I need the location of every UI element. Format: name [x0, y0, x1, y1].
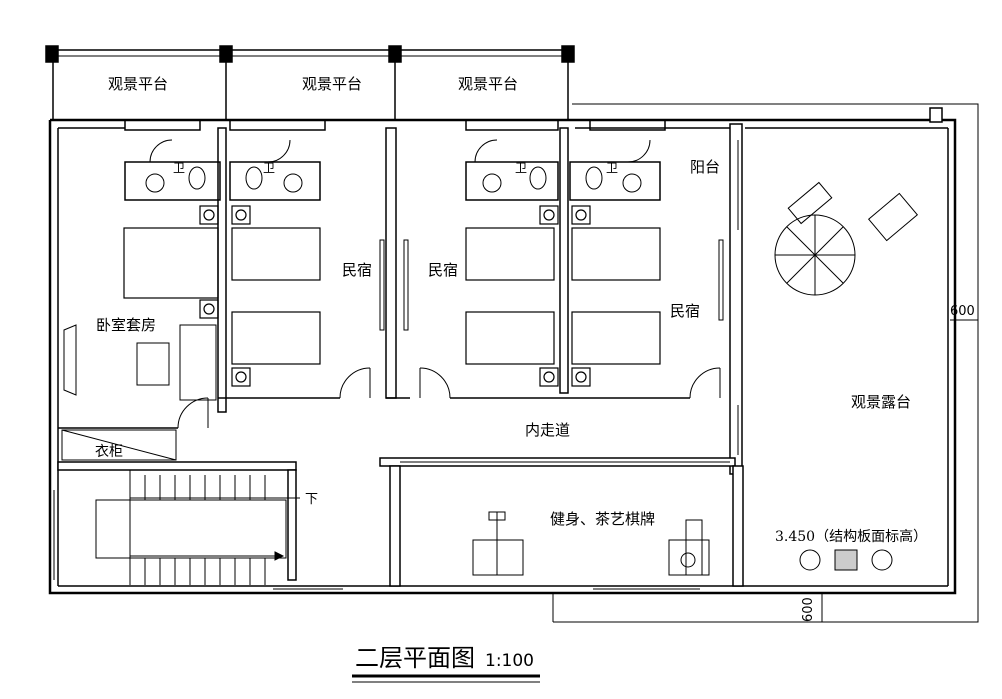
- label-corridor: 内走道: [525, 421, 570, 439]
- label-wc-2: 卫: [263, 161, 275, 175]
- drawing-scale: 1:100: [485, 651, 534, 671]
- beds: [123, 205, 661, 387]
- label-homestay-2: 民宿: [428, 261, 458, 279]
- room-labels: 观景平台 观景平台 观景平台 卫 卫 卫 卫 阳台 民宿 民宿 民宿 卧室套房 …: [95, 75, 911, 528]
- drawing-title: 二层平面图: [355, 644, 475, 672]
- viewing-platforms: [45, 45, 575, 120]
- label-viewing-platform-2: 观景平台: [302, 75, 362, 93]
- exterior-walls: [48, 118, 957, 595]
- label-stair-down: 下: [305, 492, 318, 507]
- terrace-furniture: [774, 181, 919, 571]
- label-gym-tea: 健身、茶艺棋牌: [550, 510, 655, 528]
- label-master-suite: 卧室套房: [96, 316, 156, 334]
- dimension-south: 600: [801, 597, 816, 622]
- label-wc-1: 卫: [173, 161, 185, 175]
- label-viewing-platform-1: 观景平台: [108, 75, 168, 93]
- staircase: [95, 470, 300, 585]
- label-homestay-1: 民宿: [342, 261, 372, 279]
- label-wc-4: 卫: [606, 161, 618, 175]
- label-wc-3: 卫: [515, 161, 527, 175]
- label-terrace: 观景露台: [851, 393, 911, 411]
- label-balcony: 阳台: [690, 158, 720, 176]
- dimension-east: 600: [950, 304, 975, 319]
- gym-equipment: [472, 511, 710, 576]
- bathrooms: [124, 119, 666, 201]
- label-homestay-3: 民宿: [670, 302, 700, 320]
- level-note: 3.450（结构板面标高）: [775, 528, 927, 545]
- label-wardrobe: 衣柜: [95, 444, 123, 460]
- label-viewing-platform-3: 观景平台: [458, 75, 518, 93]
